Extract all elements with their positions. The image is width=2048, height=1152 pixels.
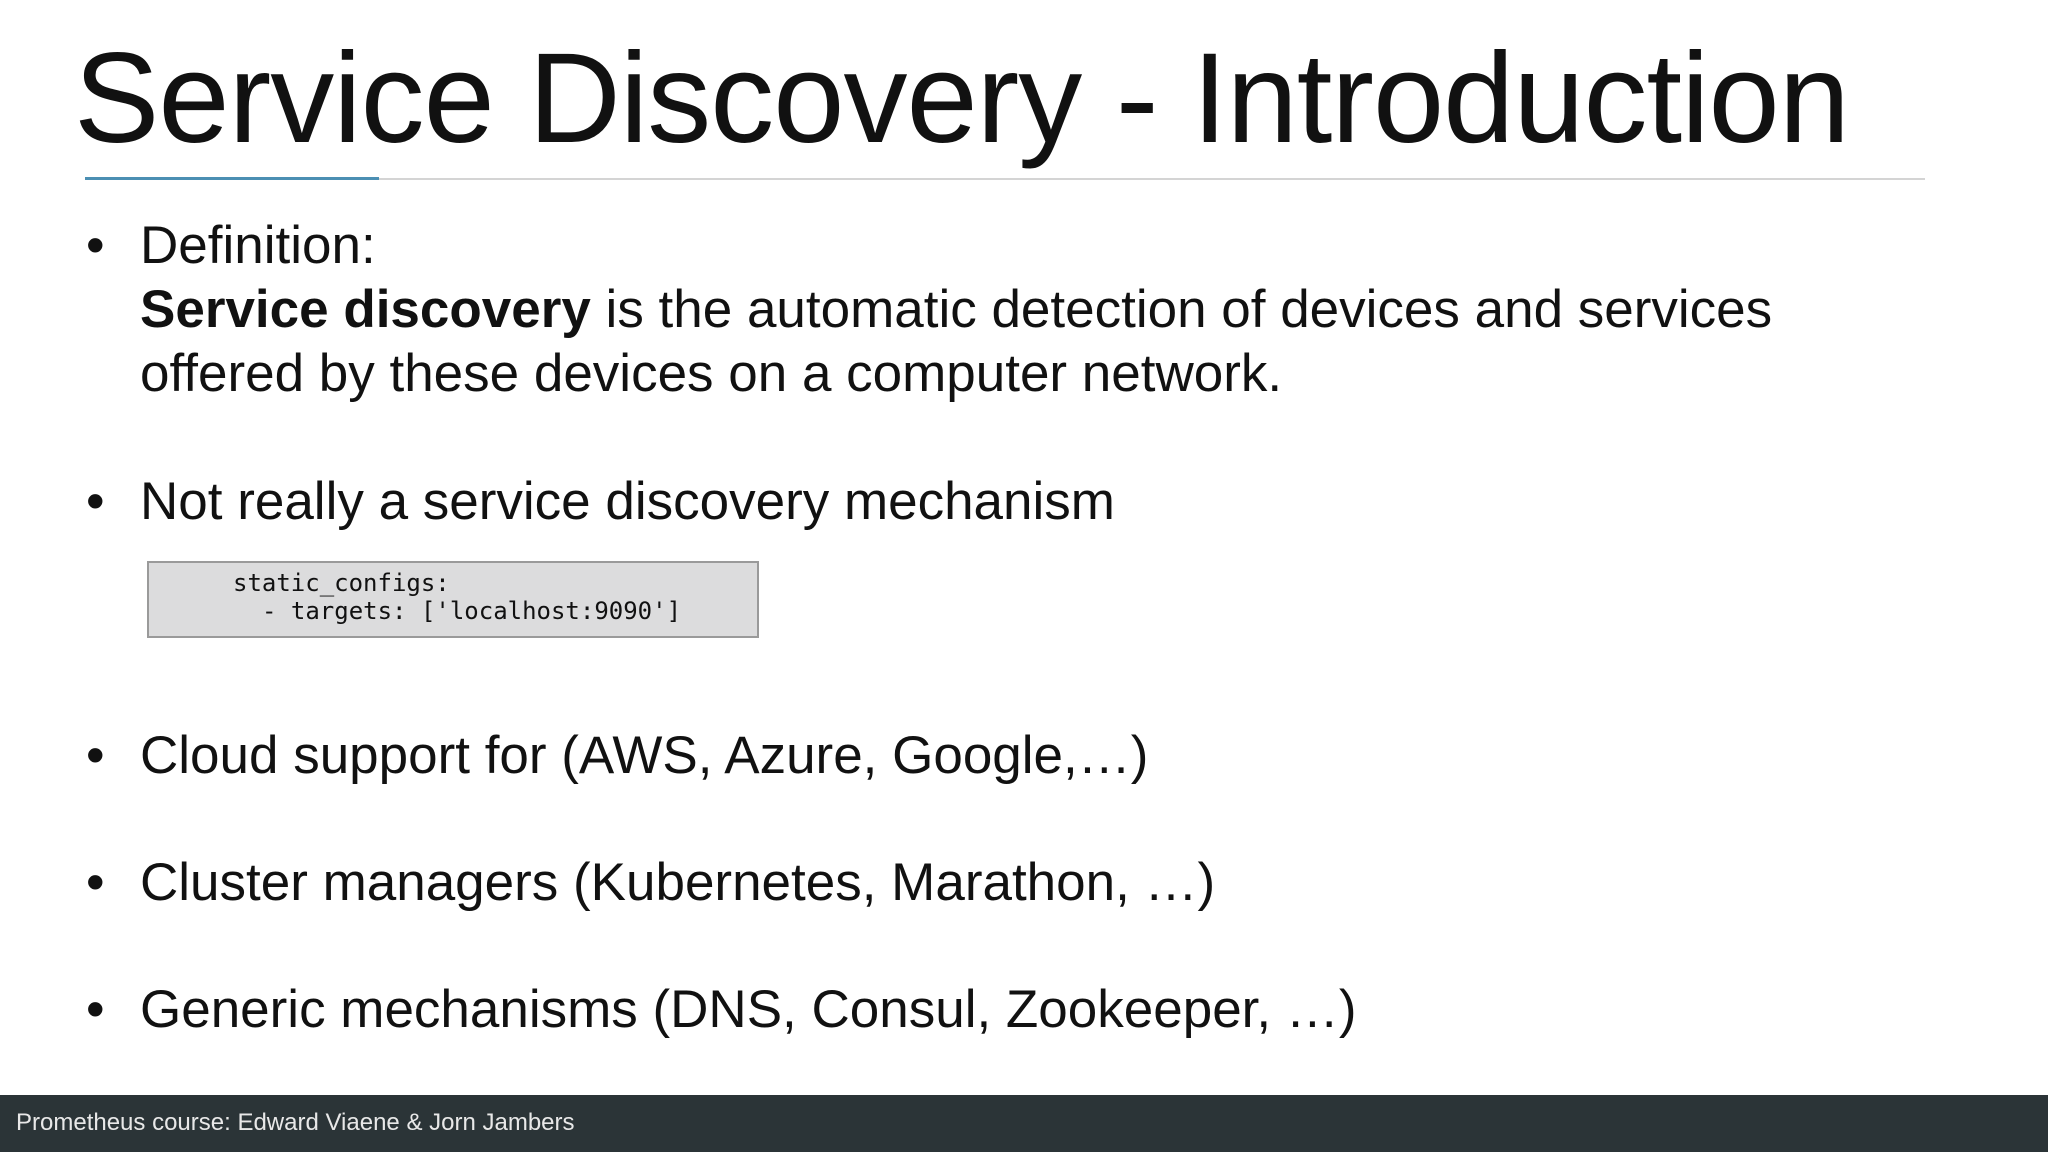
bullet-dot: • [86,726,105,785]
bullet-cloud-support-text: Cloud support for (AWS, Azure, Google,…) [140,726,1149,785]
footer-credit: Prometheus course: Edward Viaene & Jorn … [16,1109,575,1136]
slide-title: Service Discovery - Introduction [74,27,1850,170]
code-line: - targets: ['localhost:9090'] [262,597,682,625]
definition-body: Service discovery is the automatic detec… [140,278,1940,406]
definition-term: Service discovery [140,280,591,339]
bullet-dot: • [86,980,105,1039]
code-line: static_configs: [233,569,450,597]
bullet-dot: • [86,216,105,275]
bullet-not-really-text: Not really a service discovery mechanism [140,472,1115,531]
definition-label: Definition: [140,216,376,275]
title-divider-accent [85,177,379,180]
bullet-dot: • [86,853,105,912]
bullet-cluster-managers-text: Cluster managers (Kubernetes, Marathon, … [140,853,1216,912]
bullet-generic-mechanisms-text: Generic mechanisms (DNS, Consul, Zookeep… [140,980,1357,1039]
title-divider [85,178,1925,180]
definition-text: is the automatic detection of devices an… [140,280,1773,403]
bullet-dot: • [86,472,105,531]
code-snippet: static_configs: - targets: ['localhost:9… [147,561,759,638]
footer-bar: Prometheus course: Edward Viaene & Jorn … [0,1095,2048,1152]
